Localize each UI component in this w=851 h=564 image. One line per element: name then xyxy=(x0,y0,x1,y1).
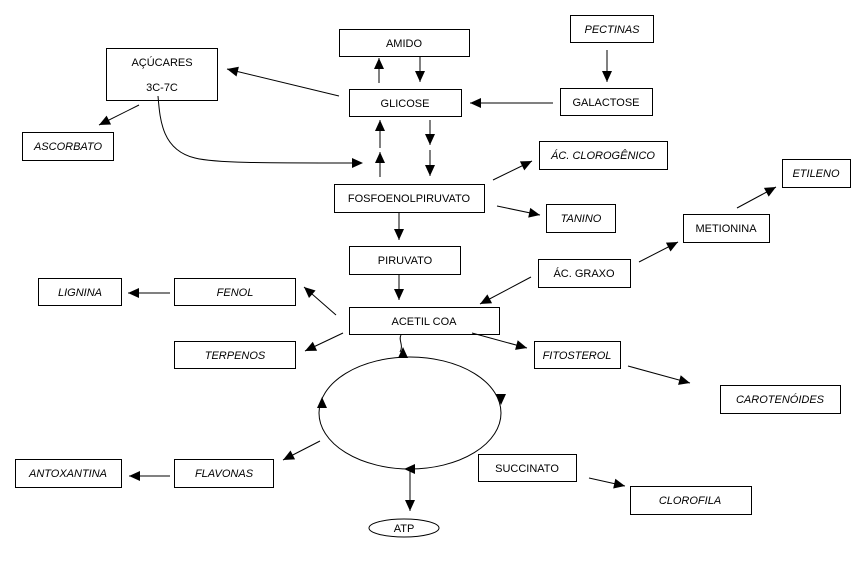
edge-ac-graxo-to-acetil-coa-arrowhead xyxy=(480,294,493,304)
edge-metionina-to-etileno-arrowhead xyxy=(763,187,776,197)
node-ac-clorogenico: ÁC. CLOROGÊNICO xyxy=(539,141,668,170)
edge-amido-to-glicose-arrowhead xyxy=(415,71,425,82)
node-clorofila: CLOROFILA xyxy=(630,486,752,515)
node-flavonas: FLAVONAS xyxy=(174,459,274,488)
node-carotenoides-label: CAROTENÓIDES xyxy=(736,393,825,406)
edge-acucares-to-ascorbato-arrowhead xyxy=(99,115,112,125)
edge-ac-graxo-to-metionina-arrowhead xyxy=(665,242,678,252)
node-ac-clorogenico-label: ÁC. CLOROGÊNICO xyxy=(550,149,655,162)
edge-glicose-to-fosfoenolpiruvato-a-arrowhead xyxy=(425,134,435,145)
node-metionina: METIONINA xyxy=(683,214,770,243)
edge-glicose-to-acucares xyxy=(226,68,340,97)
node-amido-label: AMIDO xyxy=(386,38,423,50)
node-terpenos-label: TERPENOS xyxy=(205,350,266,362)
cycle-direction-left-arrowhead xyxy=(317,397,327,408)
edge-acetil-coa-to-fitosterol-arrowhead xyxy=(515,340,527,350)
node-etileno-label: ETILENO xyxy=(792,168,840,180)
edge-fosfoenolpiruvato-to-glicose-a-arrowhead xyxy=(375,152,385,163)
node-amido: AMIDO xyxy=(339,29,470,57)
node-piruvato-label: PIRUVATO xyxy=(378,255,433,267)
node-acetil-coa-label: ACETIL COA xyxy=(392,316,458,328)
edge-succinato-to-clorofila-arrowhead xyxy=(613,478,625,489)
edge-fosfoenolpiruvato-to-tanino-arrowhead xyxy=(528,207,540,218)
edge-pectinas-to-galactose-arrowhead xyxy=(602,71,612,82)
edge-cycle-to-atp-arrowhead xyxy=(405,500,415,511)
edge-acetil-coa-to-terpenos-arrowhead xyxy=(305,341,318,351)
node-atp-label: ATP xyxy=(394,523,415,535)
edge-cycle-to-flavonas-arrowhead xyxy=(283,450,296,460)
node-pectinas: PECTINAS xyxy=(570,15,654,43)
node-fitosterol-label: FITOSTEROL xyxy=(543,350,612,362)
edge-fitosterol-to-carotenoides-arrowhead xyxy=(678,375,690,385)
edge-glicose-to-fosfoenolpiruvato-b-arrowhead xyxy=(425,165,435,176)
node-acetil-coa: ACETIL COA xyxy=(349,307,500,335)
node-galactose: GALACTOSE xyxy=(560,88,653,116)
node-clorofila-label: CLOROFILA xyxy=(659,495,721,507)
node-antoxantina: ANTOXANTINA xyxy=(15,459,122,488)
edge-piruvato-to-acetil-coa-arrowhead xyxy=(394,289,404,300)
node-fitosterol: FITOSTEROL xyxy=(534,341,621,369)
krebs-cycle-ellipse xyxy=(318,356,502,470)
node-piruvato: PIRUVATO xyxy=(349,246,461,275)
edge-acetil-coa-to-fenol-arrowhead xyxy=(304,287,316,299)
edge-glicose-to-acucares-line xyxy=(226,68,340,97)
node-etileno: ETILENO xyxy=(782,159,851,188)
edge-acetil-coa-to-cycle-arrowhead xyxy=(398,347,408,358)
node-succinato: SUCCINATO xyxy=(478,454,577,482)
node-ac-graxo: ÁC. GRAXO xyxy=(538,259,631,288)
edges-layer xyxy=(98,50,777,511)
cycle-direction-right-arrowhead xyxy=(496,394,506,405)
edge-acucares-to-fosfoenolpiruvato-arrowhead xyxy=(352,158,363,168)
node-acucares: AÇÚCARES 3C-7C xyxy=(106,48,218,101)
node-acucares-label-line1: AÇÚCARES xyxy=(131,56,192,69)
node-flavonas-label: FLAVONAS xyxy=(195,468,254,480)
edge-glicose-to-amido-arrowhead xyxy=(374,58,384,69)
node-glicose: GLICOSE xyxy=(349,89,462,117)
node-terpenos: TERPENOS xyxy=(174,341,296,369)
node-galactose-label: GALACTOSE xyxy=(572,97,639,109)
edge-glicose-to-acucares-arrowhead xyxy=(227,66,239,77)
edge-fosfoenolpiruvato-to-ac-clorogenico-arrowhead xyxy=(519,161,532,171)
node-fenol-label: FENOL xyxy=(217,287,254,299)
node-pectinas-label: PECTINAS xyxy=(584,24,640,36)
node-fosfoenolpiruvato-label: FOSFOENOLPIRUVATO xyxy=(348,193,471,205)
node-ascorbato-label: ASCORBATO xyxy=(33,141,102,153)
edge-acucares-to-fosfoenolpiruvato-path xyxy=(157,95,356,164)
node-tanino: TANINO xyxy=(546,204,616,233)
edge-acetil-coa-to-cycle xyxy=(399,334,402,353)
cycle-direction-bottom-arrowhead xyxy=(404,464,415,474)
node-fenol: FENOL xyxy=(174,278,296,306)
edge-galactose-to-glicose-arrowhead xyxy=(470,98,481,108)
node-atp: ATP xyxy=(368,518,440,538)
edge-acucares-to-fosfoenolpiruvato xyxy=(157,95,356,164)
node-lignina: LIGNINA xyxy=(38,278,122,306)
node-ascorbato: ASCORBATO xyxy=(22,132,114,161)
edge-fenol-to-lignina-arrowhead xyxy=(128,288,139,298)
node-ac-graxo-label: ÁC. GRAXO xyxy=(553,267,615,280)
edge-fosfoenolpiruvato-to-glicose-b-arrowhead xyxy=(375,120,385,131)
node-metionina-label: METIONINA xyxy=(695,223,757,235)
node-glicose-label: GLICOSE xyxy=(381,98,430,110)
node-succinato-label: SUCCINATO xyxy=(495,463,559,475)
edge-fosfoenolpiruvato-to-piruvato-arrowhead xyxy=(394,229,404,240)
node-acucares-label-line2: 3C-7C xyxy=(146,82,178,94)
edge-acetil-coa-to-cycle-path xyxy=(399,334,402,353)
node-carotenoides: CAROTENÓIDES xyxy=(720,385,841,414)
edge-flavonas-to-antoxantina-arrowhead xyxy=(129,471,140,481)
node-tanino-label: TANINO xyxy=(561,213,602,225)
node-antoxantina-label: ANTOXANTINA xyxy=(28,468,107,480)
node-lignina-label: LIGNINA xyxy=(58,287,102,299)
node-fosfoenolpiruvato: FOSFOENOLPIRUVATO xyxy=(334,184,485,213)
